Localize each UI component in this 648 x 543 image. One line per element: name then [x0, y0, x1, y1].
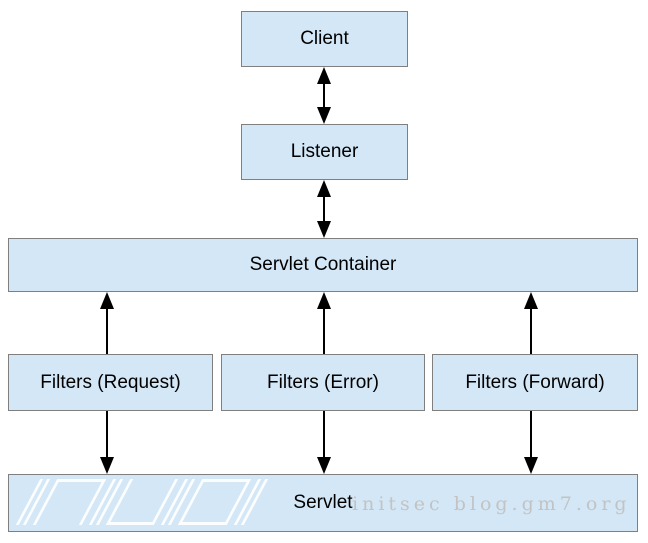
arrowhead-down-icon [317, 221, 331, 238]
arrow-shaft [323, 184, 325, 234]
node-filters-forward: Filters (Forward) [432, 354, 638, 411]
node-servlet: Servlet [8, 474, 638, 532]
node-filters-error-label: Filters (Error) [267, 371, 379, 393]
arrow-listener-container [317, 180, 331, 238]
node-filters-request: Filters (Request) [8, 354, 213, 411]
node-listener-label: Listener [290, 141, 359, 162]
node-servlet-container: Servlet Container [8, 238, 638, 292]
arrow-client-listener [317, 67, 331, 124]
arrowhead-down-icon [100, 457, 114, 474]
node-filters-error: Filters (Error) [221, 354, 425, 411]
arrowhead-down-icon [317, 457, 331, 474]
node-servlet-label: Servlet [293, 492, 353, 513]
node-client-label: Client [300, 28, 349, 49]
node-filters-request-label: Filters (Request) [40, 371, 181, 393]
node-servlet-container-label: Servlet Container [249, 254, 397, 275]
arrowhead-down-icon [317, 107, 331, 124]
arrowhead-down-icon [524, 457, 538, 474]
node-listener: Listener [241, 124, 408, 180]
node-filters-forward-label: Filters (Forward) [465, 371, 605, 393]
node-client: Client [241, 11, 408, 67]
arrow-shaft [323, 71, 325, 120]
